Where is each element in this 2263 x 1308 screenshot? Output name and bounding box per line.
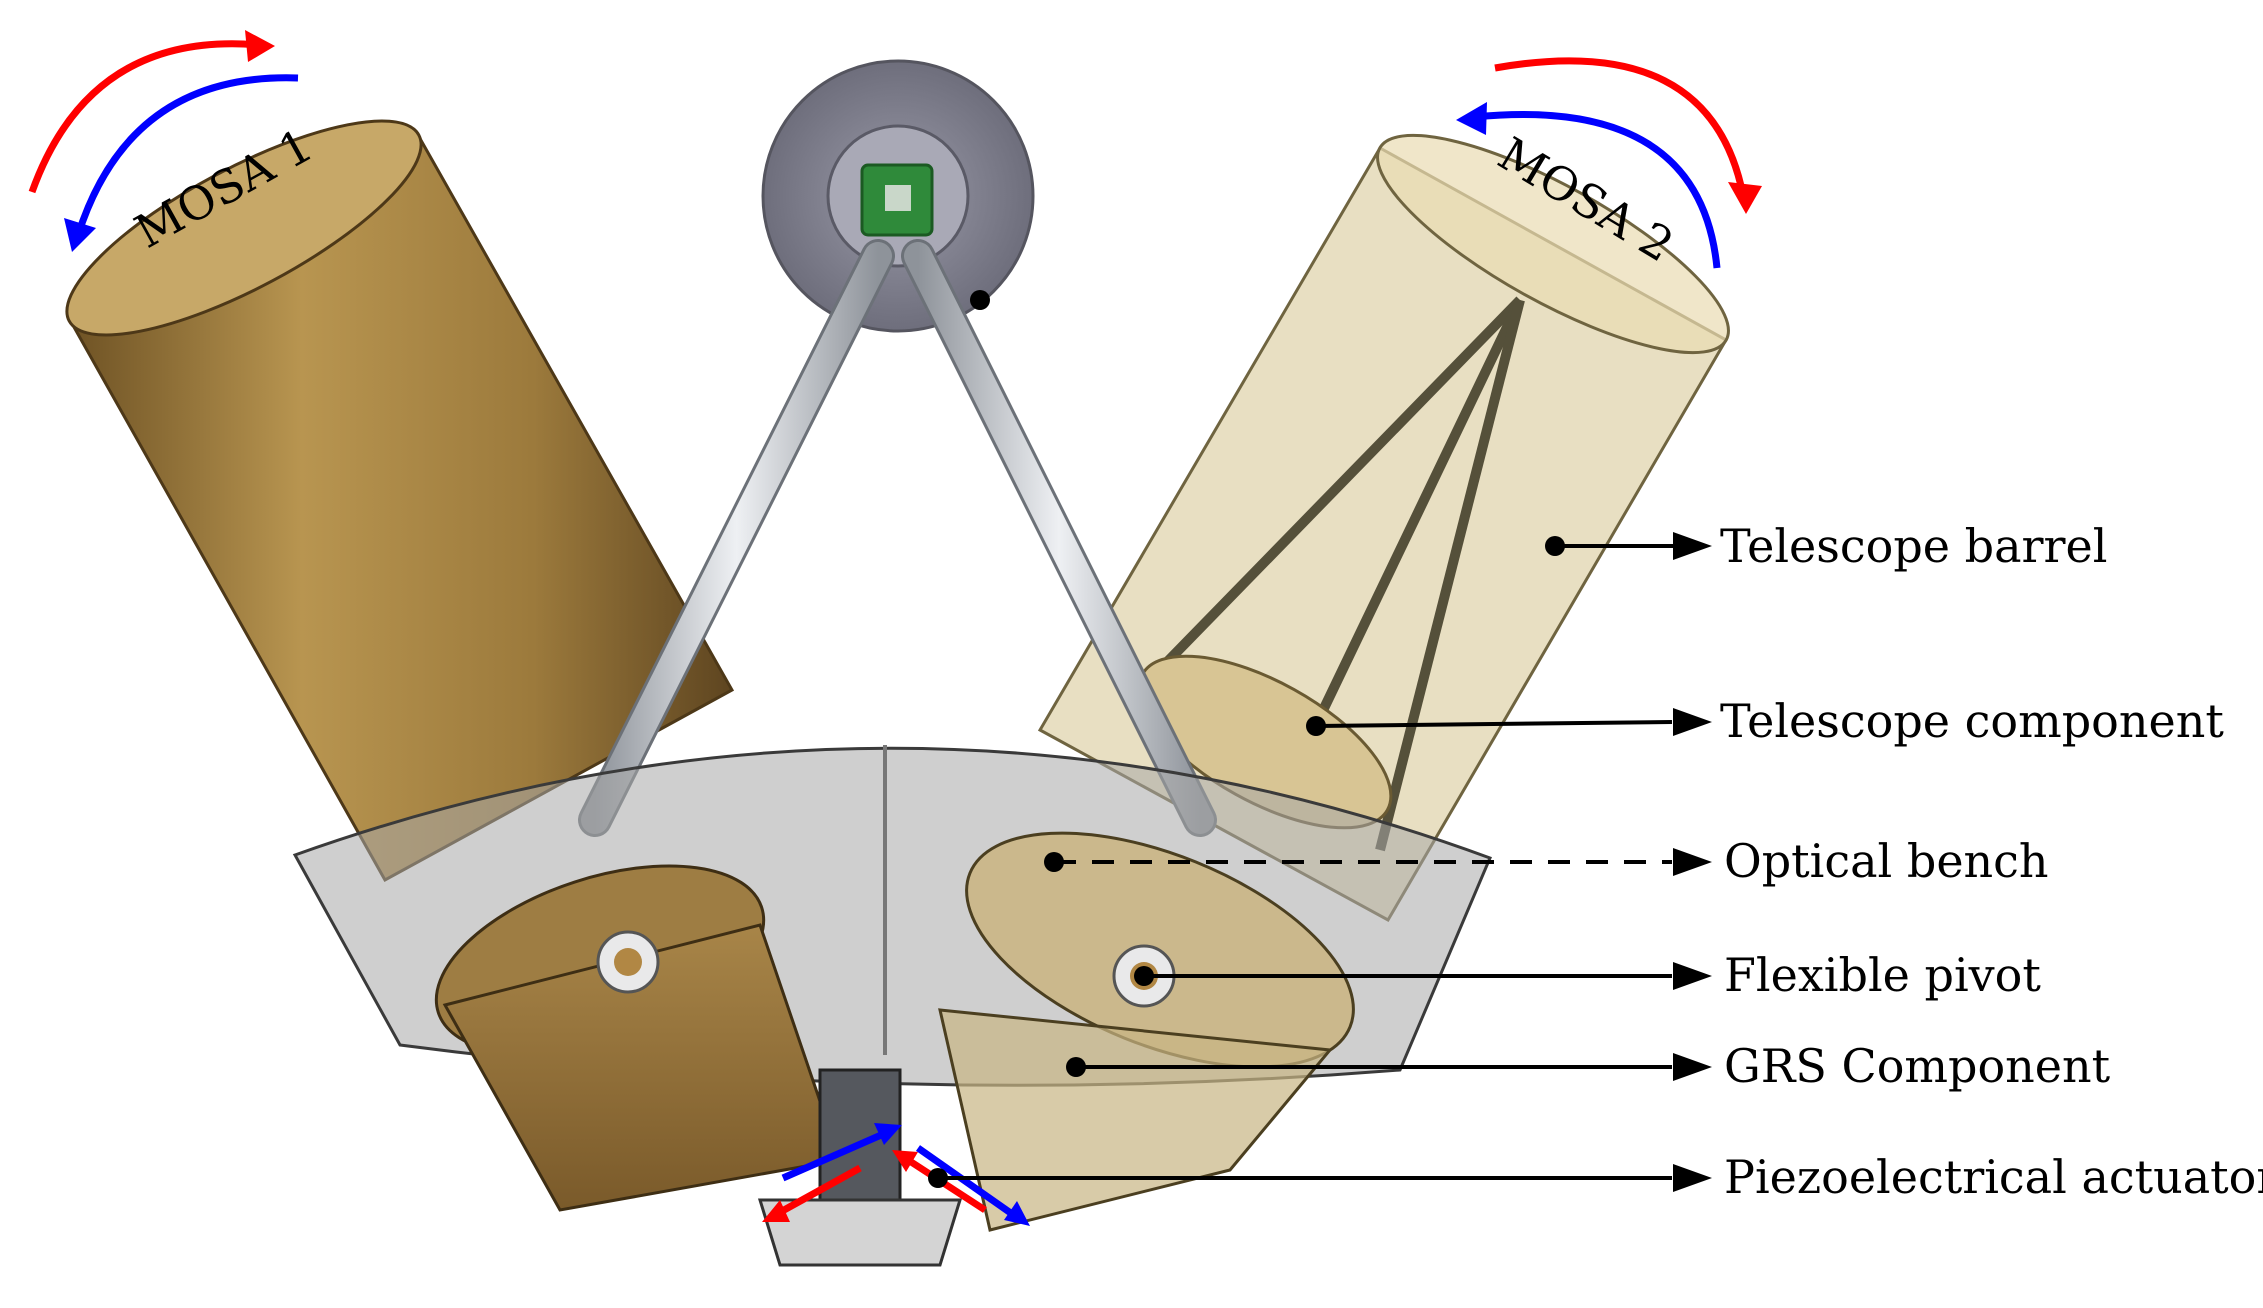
telescope-barrel-label: Telescope barrel [1720,519,2108,573]
flexible-pivot-label: Flexible pivot [1724,948,2041,1002]
optical-bench-label: Optical bench [1724,834,2049,888]
mosa2-rotation-arrows [1456,57,1762,269]
mount-marker-dot [970,290,990,310]
piezo-actuator-label: Piezoelectrical actuator [1724,1150,2263,1204]
piezo-actuator-block [757,1068,963,1267]
grs-component-label: GRS Component [1724,1039,2111,1093]
actuator-motion-arrows [762,1123,1030,1226]
support-struts [578,239,1217,837]
callout-leaders [928,290,1712,1192]
telescope-component-label: Telescope component [1720,694,2224,748]
mount-disk [761,59,1035,333]
left-optical-bench [434,864,842,1212]
mosa1-rotation-arrows [28,30,299,252]
left-telescope-barrel [65,119,735,883]
